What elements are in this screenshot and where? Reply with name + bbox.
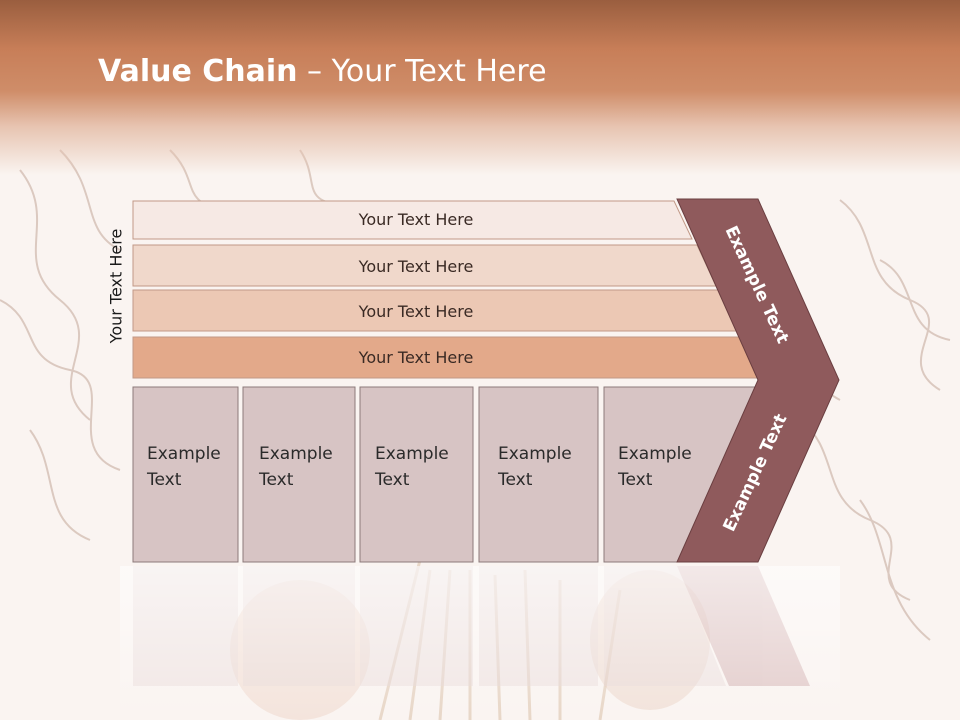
column-2[interactable]: Example Text — [242, 386, 356, 563]
bar-1[interactable]: Your Text Here — [132, 200, 693, 240]
bar-1-label: Your Text Here — [358, 210, 474, 229]
column-5[interactable]: Example Text — [603, 386, 759, 563]
bar-4-label: Your Text Here — [358, 348, 474, 367]
column-5-label-line1: Example — [618, 444, 692, 464]
chevron-arrow[interactable]: Example Text Example Text — [676, 198, 840, 563]
column-4-label-line1: Example — [498, 444, 572, 464]
column-4-label-line2: Text — [497, 470, 533, 490]
column-1[interactable]: Example Text — [132, 386, 239, 563]
column-1-box — [132, 386, 239, 563]
column-2-box — [242, 386, 356, 563]
column-3-box — [359, 386, 474, 563]
slide-title: Value Chain – Your Text Here — [98, 54, 547, 89]
title-bold-part: Value Chain — [98, 54, 298, 89]
column-3-label-line2: Text — [374, 470, 410, 490]
column-3-label-line1: Example — [375, 444, 449, 464]
title-rest-part: – Your Text Here — [297, 54, 547, 89]
column-5-label-line2: Text — [617, 470, 653, 490]
bar-1-shape — [132, 200, 693, 240]
column-2-label-line2: Text — [258, 470, 294, 490]
column-4[interactable]: Example Text — [478, 386, 599, 563]
chevron-shape — [676, 198, 840, 563]
column-1-label-line2: Text — [146, 470, 182, 490]
column-1-label-line1: Example — [147, 444, 221, 464]
bar-2[interactable]: Your Text Here — [132, 244, 717, 287]
bar-2-label: Your Text Here — [358, 257, 474, 276]
reflection-fade — [120, 566, 840, 720]
bar-4[interactable]: Your Text Here — [132, 336, 765, 379]
title-banner — [0, 0, 960, 175]
column-3[interactable]: Example Text — [359, 386, 474, 563]
column-4-box — [478, 386, 599, 563]
bar-3-label: Your Text Here — [358, 302, 474, 321]
column-2-label-line1: Example — [259, 444, 333, 464]
bar-3[interactable]: Your Text Here — [132, 289, 741, 332]
